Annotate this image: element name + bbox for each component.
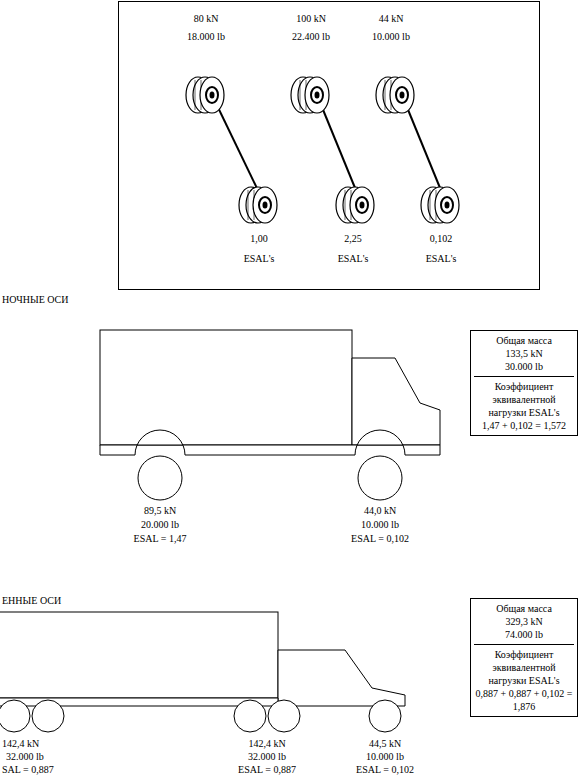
- summary-box: Общая масса329,3 kN74.000 lb Коэффициент …: [470, 598, 578, 717]
- axle-frame: 80 kN 18.000 lb 100 kN 22.400 lb 44 kN 10.000…: [118, 1, 540, 290]
- esal-value: ESAL = 0,887: [238, 763, 296, 776]
- axle-load: 32.000 lb: [6, 750, 44, 763]
- load-text: Общая масса: [474, 602, 574, 615]
- load-text: Коэффициент эквивалентной нагрузки ESAL'…: [474, 644, 574, 687]
- summary-box: Общая масса133,5 kN30.000 lb Коэффициент …: [470, 330, 578, 436]
- load-text: 74.000 lb: [474, 628, 574, 641]
- axle-load: 89,5 kN: [144, 504, 176, 517]
- load-text: 80 kN: [194, 12, 219, 25]
- section-heading: НОЧНЫЕ ОСИ: [2, 293, 68, 306]
- esal-value: ESAL = 1,47: [134, 532, 187, 545]
- axle-load: 32.000 lb: [248, 750, 286, 763]
- load-text: 22.400 lb: [292, 30, 330, 43]
- tandem-axle-truck: [0, 612, 405, 732]
- axle-load: 44,0 kN: [364, 504, 396, 517]
- load-text: 30.000 lb: [474, 360, 574, 373]
- load-text: 44 kN: [379, 12, 404, 25]
- axle-load: 142,4 kN: [2, 737, 39, 750]
- section-heading: ЕННЫЕ ОСИ: [2, 594, 61, 607]
- load-text: Общая масса: [474, 334, 574, 347]
- load-text: ESAL's: [426, 252, 457, 265]
- axle-load: 44,5 kN: [369, 737, 401, 750]
- load-text: 10.000 lb: [372, 30, 410, 43]
- axle-load: 10.000 lb: [366, 750, 404, 763]
- load-text: 0,102: [430, 232, 453, 245]
- axle-load: 142,4 kN: [248, 737, 285, 750]
- load-text: 100 kN: [296, 12, 326, 25]
- load-text: 133,5 kN: [474, 347, 574, 360]
- axle-load: 20.000 lb: [141, 518, 179, 531]
- load-text: 329,3 kN: [474, 615, 574, 628]
- load-text: 0,887 + 0,887 + 0,102 = 1,876: [474, 687, 574, 713]
- load-text: 1,47 + 0,102 = 1,572: [474, 419, 574, 432]
- load-text: 1,00: [250, 232, 268, 245]
- load-text: Коэффициент эквивалентной нагрузки ESAL'…: [474, 376, 574, 419]
- esal-value: ESAL = 0,102: [351, 532, 409, 545]
- single-axle-truck: [100, 330, 440, 500]
- esal-value: ESAL = 0,102: [356, 763, 414, 776]
- load-text: ESAL's: [244, 252, 275, 265]
- load-text: 2,25: [344, 232, 362, 245]
- load-text: ESAL's: [338, 252, 369, 265]
- load-text: 18.000 lb: [187, 30, 225, 43]
- axle-illustration: [186, 77, 459, 223]
- esal-value: SAL = 0,887: [2, 763, 54, 776]
- axle-load: 10.000 lb: [361, 518, 399, 531]
